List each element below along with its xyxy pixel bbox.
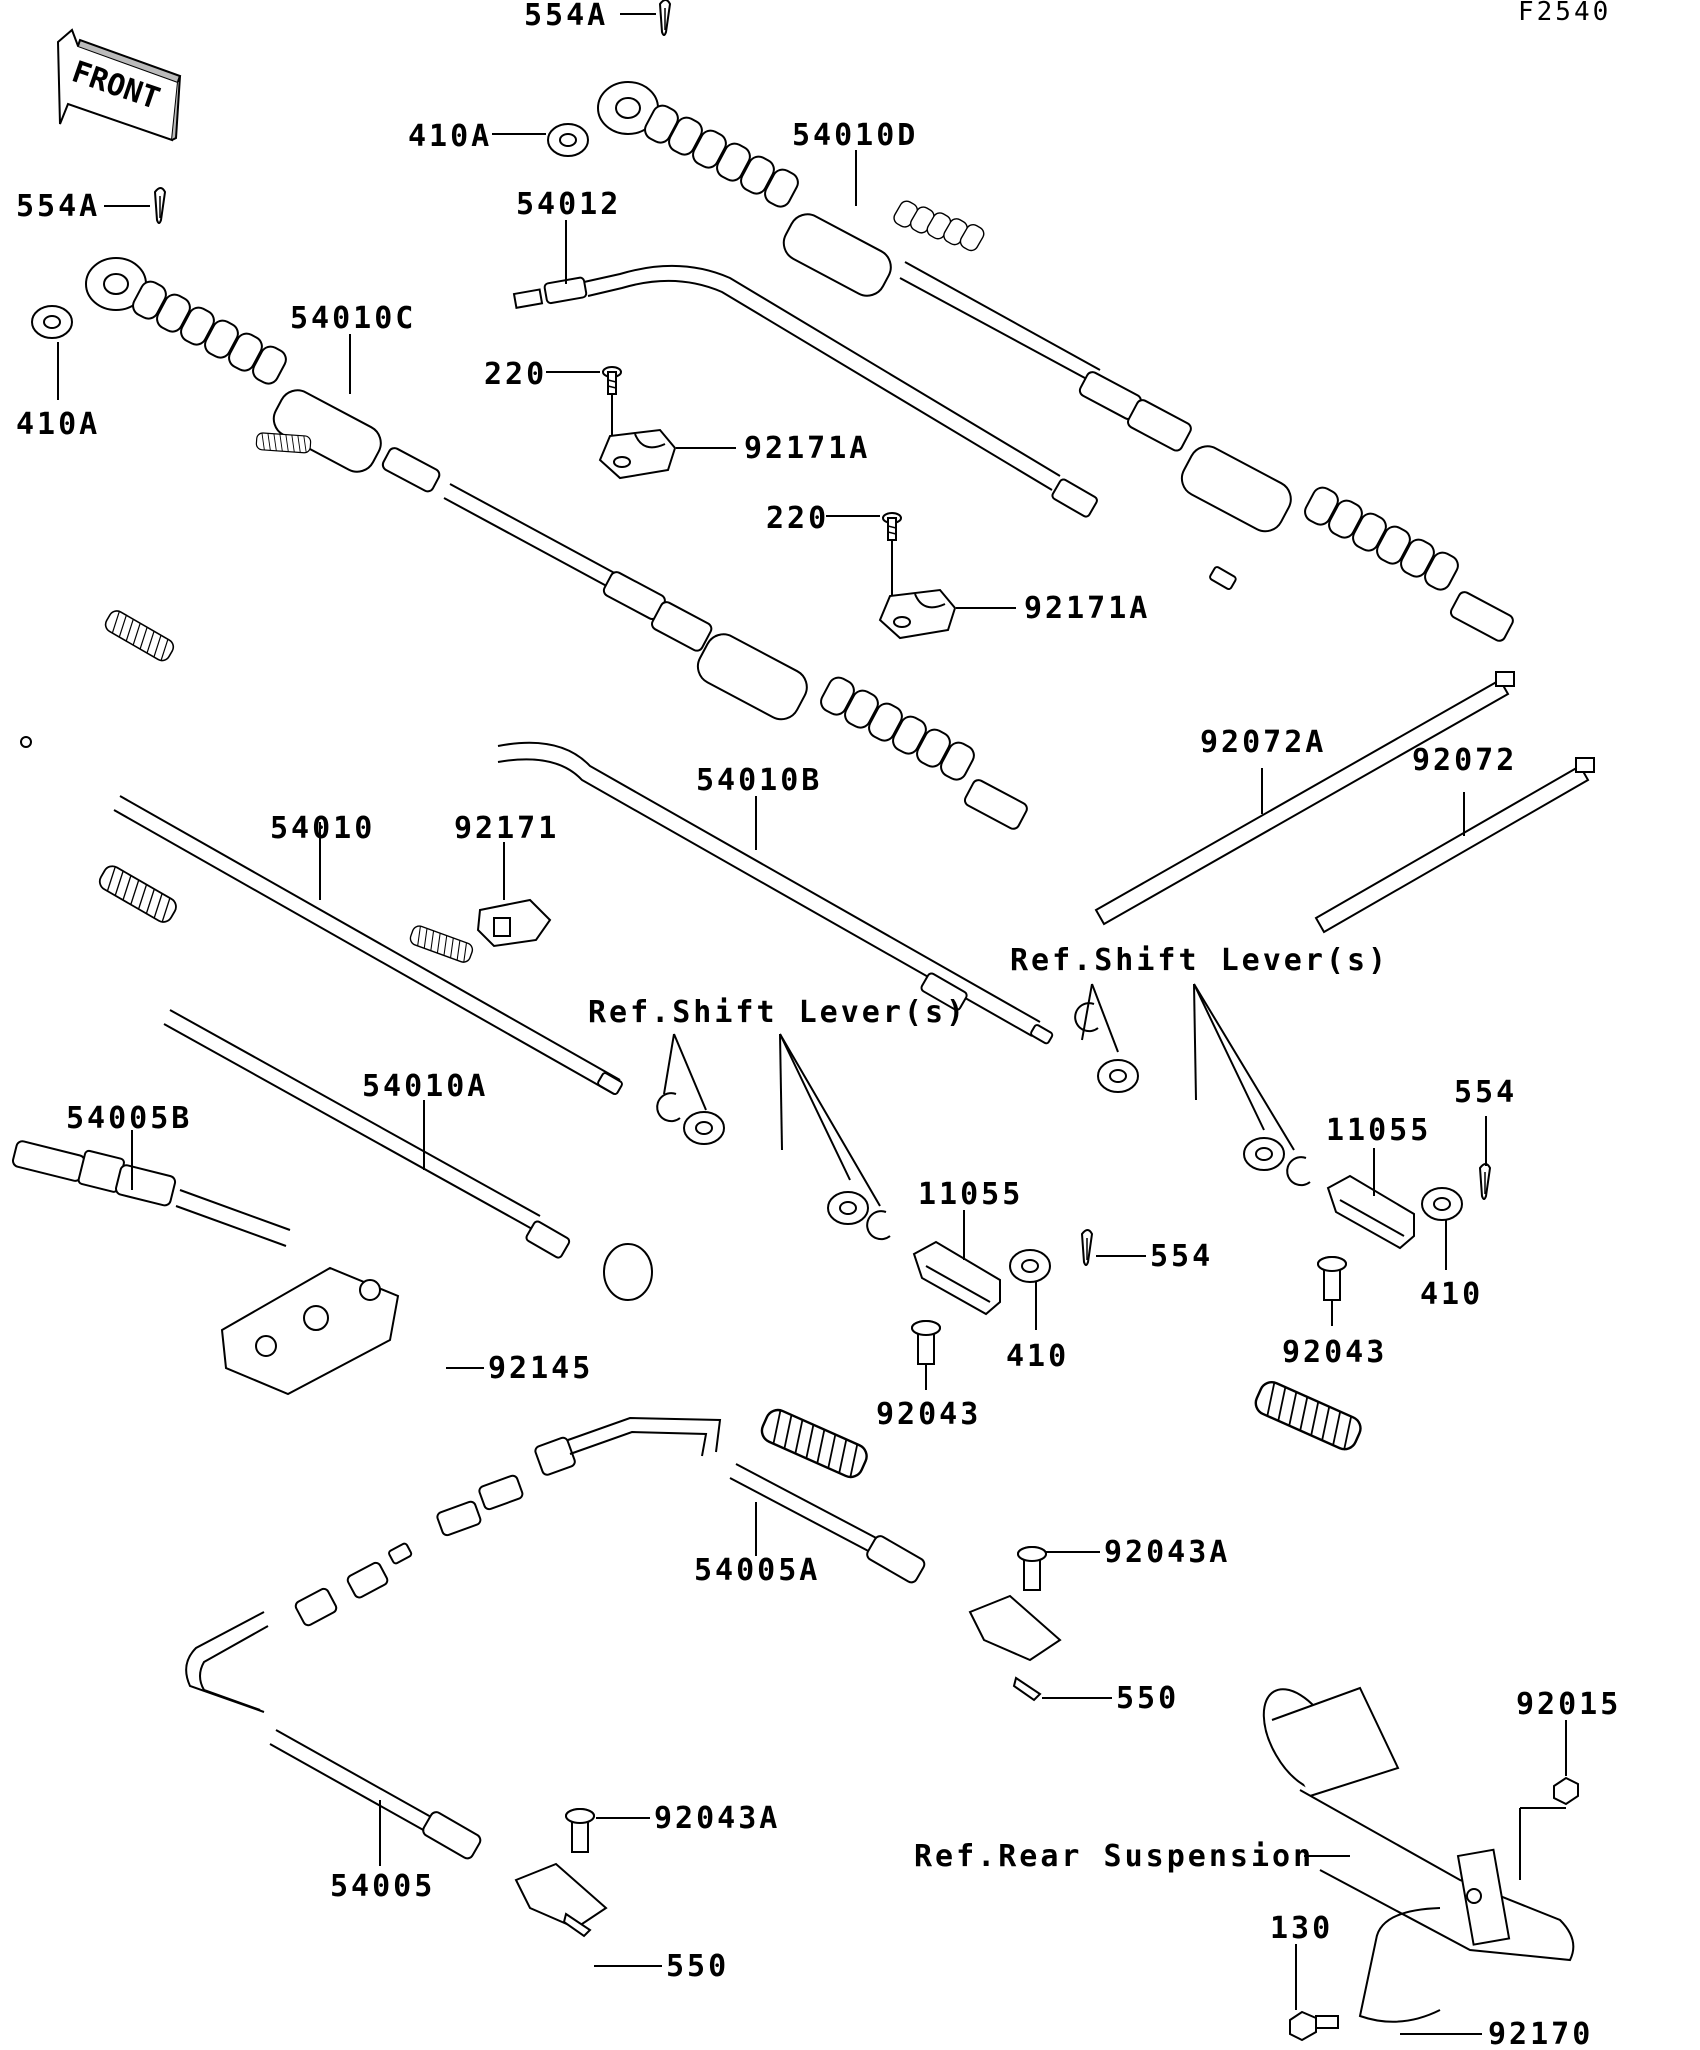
label-54012: 54012 xyxy=(516,187,621,222)
bolt-icon xyxy=(602,366,622,395)
label-410-right: 410 xyxy=(1420,1277,1483,1312)
cable-54010D xyxy=(597,81,1514,642)
label-554A-top: 554A xyxy=(524,0,608,33)
label-92043A-top: 92043A xyxy=(1104,1535,1230,1570)
label-554-right: 554 xyxy=(1454,1075,1517,1110)
bracket-92171A-icon xyxy=(599,429,676,479)
lever-11055-left-icon xyxy=(912,1240,1001,1316)
label-92145: 92145 xyxy=(488,1351,593,1386)
label-220-b: 220 xyxy=(766,501,829,536)
washer-icon xyxy=(1097,1059,1139,1093)
split-pin-icon xyxy=(562,1912,592,1938)
label-92072A: 92072A xyxy=(1200,725,1326,760)
circlip-icon xyxy=(656,1092,681,1123)
label-92171A-b: 92171A xyxy=(1024,591,1150,626)
label-54005A: 54005A xyxy=(694,1553,820,1588)
label-92043-right: 92043 xyxy=(1282,1335,1387,1370)
label-54010C: 54010C xyxy=(290,301,416,336)
label-410A-top: 410A xyxy=(408,119,492,154)
washer-icon xyxy=(683,1111,725,1145)
bolt-130-icon xyxy=(1289,2010,1339,2042)
label-ref-shift-lever-left: Ref.Shift Lever(s) xyxy=(588,995,967,1030)
washer-icon xyxy=(1421,1187,1463,1221)
cable-54010A xyxy=(95,862,653,1301)
lever-11055-right-icon xyxy=(1326,1174,1415,1250)
label-54010D: 54010D xyxy=(792,118,918,153)
pin-icon xyxy=(1017,1546,1047,1591)
pin-icon xyxy=(911,1320,941,1365)
clamp-92171-icon xyxy=(476,898,552,948)
label-54010A: 54010A xyxy=(362,1069,488,1104)
spring-icon xyxy=(756,1404,872,1483)
label-410A-left: 410A xyxy=(16,407,100,442)
nut-92015-icon xyxy=(1553,1776,1579,1806)
pin-icon xyxy=(1317,1256,1347,1301)
label-92015: 92015 xyxy=(1516,1687,1621,1722)
pin-icon xyxy=(565,1808,595,1853)
label-54005B: 54005B xyxy=(66,1101,192,1136)
cotter-pin-icon xyxy=(154,187,166,224)
label-92043A-bot: 92043A xyxy=(654,1801,780,1836)
label-92170: 92170 xyxy=(1488,2017,1593,2050)
circlip-icon xyxy=(1286,1156,1311,1187)
cotter-pin-icon xyxy=(1081,1229,1093,1266)
cable-54005B xyxy=(11,1140,400,1396)
label-ref-shift-lever-right: Ref.Shift Lever(s) xyxy=(1010,943,1389,978)
label-92043-left: 92043 xyxy=(876,1397,981,1432)
label-410-mid: 410 xyxy=(1006,1339,1069,1374)
label-550-top: 550 xyxy=(1116,1681,1179,1716)
spring-icon xyxy=(1250,1377,1366,1455)
label-554A-left: 554A xyxy=(16,189,100,224)
label-92072: 92072 xyxy=(1412,743,1517,778)
label-ref-rear-suspension: Ref.Rear Suspension xyxy=(914,1839,1314,1874)
label-92171A-a: 92171A xyxy=(744,431,870,466)
washer-icon xyxy=(1243,1137,1285,1171)
label-11055-left: 11055 xyxy=(918,1177,1023,1212)
bracket-92171A-icon xyxy=(879,589,956,639)
label-554-mid: 554 xyxy=(1150,1239,1213,1274)
washer-icon xyxy=(31,305,73,339)
label-550-bot: 550 xyxy=(666,1949,729,1984)
label-54010B: 54010B xyxy=(696,763,822,798)
label-92171: 92171 xyxy=(454,811,559,846)
cable-54005A xyxy=(436,1416,1062,1662)
washer-icon xyxy=(827,1191,869,1225)
front-arrow-icon: FRONT xyxy=(56,28,182,142)
cable-54012 xyxy=(512,197,1237,591)
label-220-a: 220 xyxy=(484,357,547,392)
label-130: 130 xyxy=(1270,1911,1333,1946)
cable-tie-92072 xyxy=(1314,757,1595,934)
cable-54010B xyxy=(255,432,1054,1045)
hook-92170-icon xyxy=(1358,1907,1441,2023)
washer-icon xyxy=(547,123,589,157)
label-54005: 54005 xyxy=(330,1869,435,1904)
label-11055-right: 11055 xyxy=(1326,1113,1431,1148)
rear-suspension-part xyxy=(1262,1686,1575,1962)
diagram-code: F2540 xyxy=(1518,0,1611,27)
spring-92145-icon xyxy=(407,923,476,965)
cable-54010 xyxy=(20,607,623,1096)
split-pin-icon xyxy=(1012,1676,1042,1702)
washer-icon xyxy=(1009,1249,1051,1283)
cable-54010C xyxy=(85,257,1028,830)
label-54010: 54010 xyxy=(270,811,375,846)
cable-54005 xyxy=(185,1542,608,1930)
cable-tie-92072A xyxy=(1094,671,1515,926)
cotter-pin-icon xyxy=(1479,1163,1491,1200)
cotter-pin-icon xyxy=(659,0,671,36)
bolt-icon xyxy=(882,512,902,541)
circlip-icon xyxy=(866,1210,891,1241)
